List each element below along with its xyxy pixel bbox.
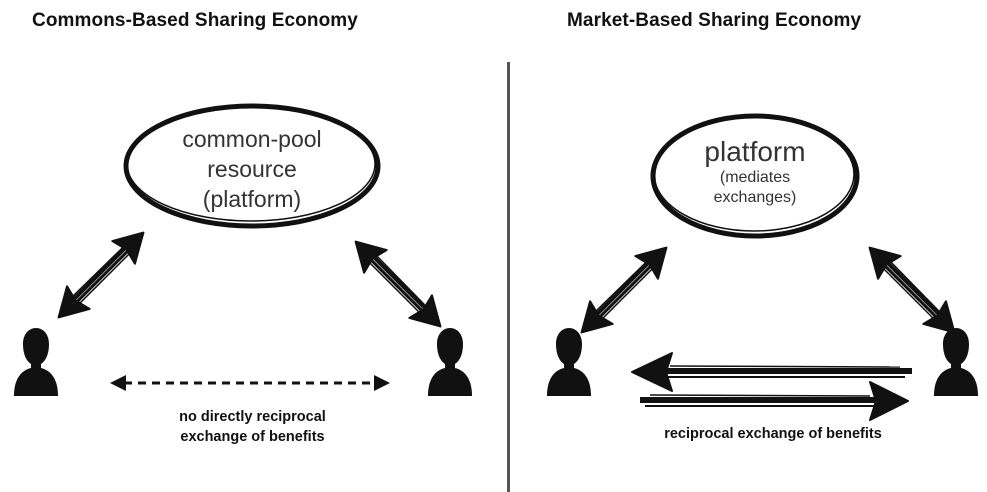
common-pool-resource-label: common-pool resource (platform) bbox=[126, 124, 378, 214]
caption-line: exchange of benefits bbox=[180, 429, 325, 445]
dashed-double-arrow-icon bbox=[110, 375, 390, 391]
opposing-arrows-icon bbox=[631, 352, 912, 421]
person-silhouette-icon bbox=[428, 328, 472, 396]
platform-oval bbox=[650, 113, 860, 239]
bidirectional-arrow-icon bbox=[47, 221, 154, 328]
person-silhouette-icon bbox=[934, 328, 978, 396]
left-caption: no directly reciprocal exchange of benef… bbox=[130, 407, 375, 447]
platform-subtitle-line: (mediates bbox=[719, 169, 791, 186]
common-pool-oval bbox=[123, 103, 381, 229]
panel-divider bbox=[507, 62, 510, 492]
oval-text-line: resource bbox=[207, 156, 297, 182]
caption-line: no directly reciprocal bbox=[179, 409, 326, 425]
oval-text-line: (platform) bbox=[202, 186, 302, 212]
bidirectional-arrow-icon bbox=[570, 236, 677, 343]
platform-title: platform bbox=[704, 136, 806, 167]
right-caption: reciprocal exchange of benefits bbox=[664, 426, 882, 442]
bidirectional-arrow-icon bbox=[344, 230, 451, 337]
bidirectional-arrow-icon bbox=[858, 236, 965, 343]
left-panel-title: Commons-Based Sharing Economy bbox=[32, 10, 358, 31]
person-silhouette-icon bbox=[547, 328, 591, 396]
oval-text-line: common-pool bbox=[182, 126, 322, 152]
platform-label: platform (mediates exchanges) bbox=[650, 136, 860, 208]
right-panel-title: Market-Based Sharing Economy bbox=[567, 10, 862, 31]
platform-subtitle-line: exchanges) bbox=[713, 189, 797, 206]
person-silhouette-icon bbox=[14, 328, 58, 396]
